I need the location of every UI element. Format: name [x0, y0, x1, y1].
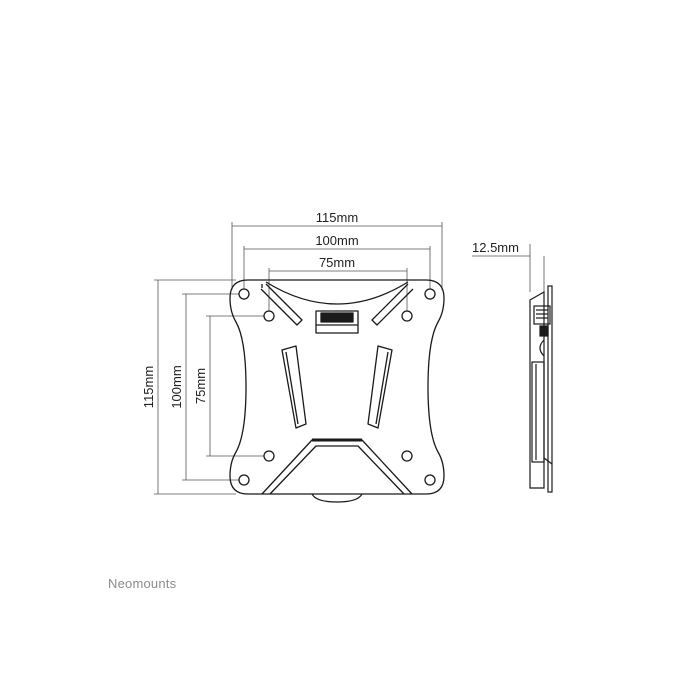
- hole-100-top-left: [238, 288, 250, 300]
- height-mid-label: 100mm: [169, 365, 184, 408]
- hole-100-top-right: [424, 288, 436, 300]
- top-arch: [265, 281, 409, 305]
- width-outer-label: 115mm: [316, 210, 358, 225]
- mount-plate-side-view: [472, 244, 553, 493]
- bottom-bracket: [261, 439, 413, 495]
- plate-outline: [229, 279, 445, 495]
- width-mid-label: 100mm: [315, 233, 358, 248]
- tilt-latch: [315, 310, 359, 334]
- height-inner-label: 75mm: [193, 368, 208, 404]
- bottom-bracket-inner: [269, 445, 405, 495]
- side-front-plate: [529, 290, 545, 489]
- height-outer-label: 115mm: [141, 366, 156, 408]
- hole-100-bottom-left: [238, 474, 250, 486]
- vertical-slot-right: [367, 345, 393, 429]
- width-inner-label: 75mm: [319, 255, 355, 270]
- brand-logo-text: Neomounts: [108, 576, 177, 591]
- vesa-holes: [238, 288, 436, 486]
- side-hinge: [539, 339, 545, 357]
- vertical-slot-left: [281, 345, 307, 429]
- side-screw: [539, 325, 549, 337]
- diagonal-slot-left: [260, 283, 303, 326]
- vertical-slot-right-edge: [375, 351, 389, 425]
- mount-plate-front-view: [229, 279, 445, 503]
- side-latch: [533, 305, 551, 325]
- tilt-latch-screw: [320, 312, 354, 323]
- hole-75-bottom-left: [263, 450, 275, 462]
- side-wall-plate: [547, 285, 553, 493]
- vertical-slot-left-edge: [285, 351, 299, 425]
- depth-label: 12.5mm: [472, 240, 519, 255]
- side-bracket: [531, 361, 545, 463]
- height-dimensions: [154, 279, 268, 495]
- side-bottom-lip: [543, 457, 553, 465]
- hole-100-bottom-right: [424, 474, 436, 486]
- bottom-hook: [311, 493, 363, 503]
- diagonal-slot-right: [371, 283, 414, 326]
- hole-75-bottom-right: [401, 450, 413, 462]
- hole-75-top-left: [263, 310, 275, 322]
- hole-75-top-right: [401, 310, 413, 322]
- width-dimensions: [231, 222, 443, 315]
